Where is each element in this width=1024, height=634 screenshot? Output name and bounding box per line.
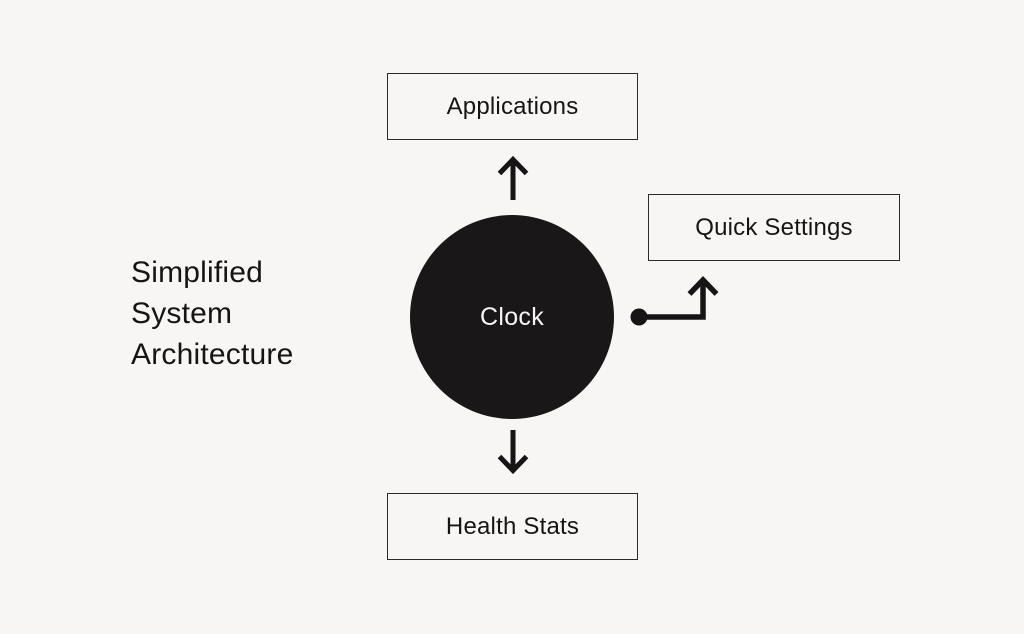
node-quick-settings-label: Quick Settings bbox=[695, 213, 853, 241]
node-clock: Clock bbox=[410, 215, 614, 419]
diagram-title: Simplified System Architecture bbox=[131, 256, 294, 371]
node-applications: Applications bbox=[387, 73, 638, 140]
dot-elbow-arrow-up-icon bbox=[630, 276, 719, 326]
node-health-stats: Health Stats bbox=[387, 493, 638, 560]
node-quick-settings: Quick Settings bbox=[648, 194, 900, 261]
arrow-up-icon bbox=[497, 155, 529, 200]
node-applications-label: Applications bbox=[446, 92, 579, 120]
arrow-down-icon bbox=[497, 430, 529, 475]
node-clock-label: Clock bbox=[479, 302, 544, 331]
node-health-stats-label: Health Stats bbox=[445, 512, 580, 540]
